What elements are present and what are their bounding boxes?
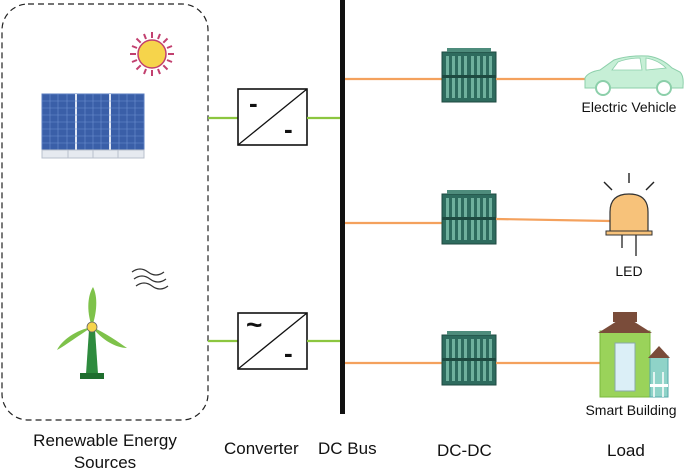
converter-bottom-input-symbol: ~ [246,309,263,340]
smart-building-icon [598,312,670,398]
caption-dcdc: DC-DC [437,441,492,460]
solar-panel-icon [41,93,145,159]
sources-box [1,3,209,421]
converter-top-box [237,88,308,146]
converter-bottom-box [237,312,308,370]
sun-icon [130,32,174,76]
converter-top-output-symbol: - [284,114,293,144]
load-line-led [495,217,611,223]
converter-bottom-output-symbol: - [284,338,293,368]
dcdc-converter-2 [441,190,497,245]
electric-vehicle-icon [584,55,684,96]
dcdc-converter-3 [441,331,497,386]
caption-dc-bus: DC Bus [318,439,377,458]
caption-sources-line1: Renewable Energy [33,431,177,450]
led-icon [603,173,655,256]
dcdc-converter-1 [441,48,497,103]
caption-converter: Converter [224,439,299,458]
caption-sources-line2: Sources [73,453,137,472]
wind-turbine-icon [57,287,127,379]
caption-load: Load [607,441,645,460]
wind-icon [131,268,169,290]
led-label: LED [615,263,643,279]
dc-bus-line [340,0,345,414]
converter-top-input-symbol: - [249,88,258,118]
ev-label: Electric Vehicle [581,99,677,115]
building-label: Smart Building [585,402,677,418]
